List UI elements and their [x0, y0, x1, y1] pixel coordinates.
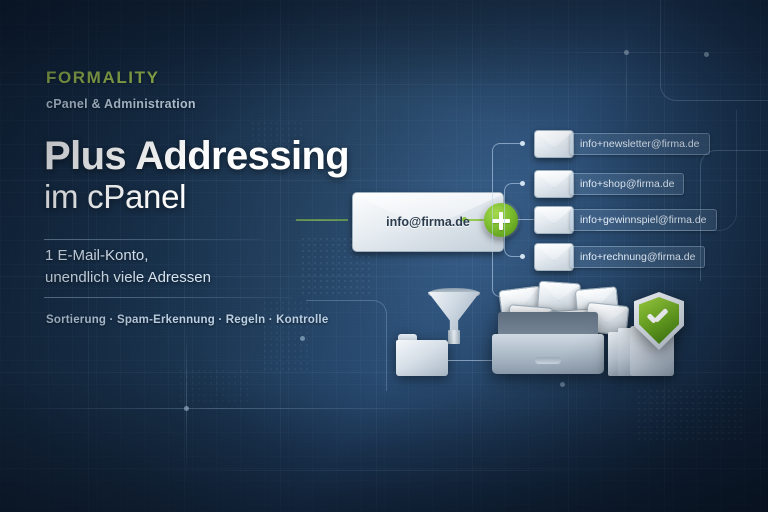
source-address-label: info@firma.de [386, 215, 470, 229]
source-envelope: info@firma.de [352, 192, 504, 252]
